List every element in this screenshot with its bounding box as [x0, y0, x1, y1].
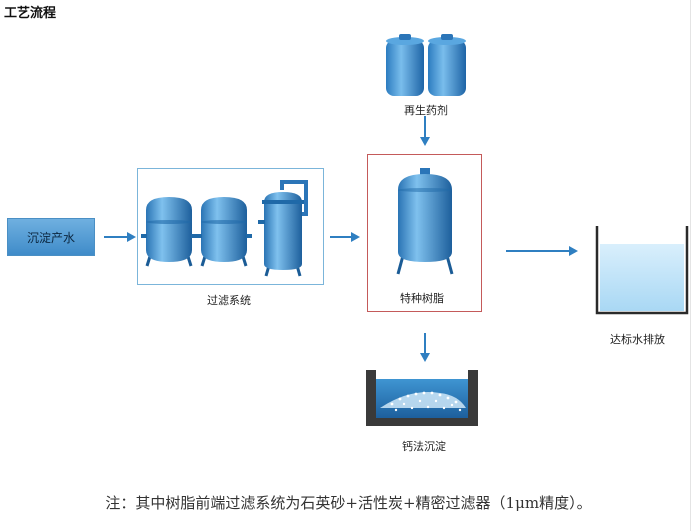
filter-system-frame [137, 168, 324, 285]
quartz-sand-filter-tank [141, 197, 197, 267]
page-edge-line [690, 0, 691, 531]
chemical-drum-2 [428, 34, 466, 96]
discharge-tank [595, 226, 689, 315]
activated-carbon-filter-tank [196, 197, 252, 267]
source-node: 沉淀产水 [7, 218, 95, 256]
resin-frame [367, 154, 482, 312]
resin-label: 特种树脂 [400, 292, 444, 305]
chemical-drum-1 [386, 34, 424, 96]
chemical-label: 再生药剂 [404, 104, 448, 117]
arrow-chemical-to-resin [420, 116, 430, 146]
filter-system-label: 过滤系统 [207, 294, 251, 307]
calcium-label: 钙法沉淀 [402, 440, 446, 453]
arrow-filter-to-resin [330, 232, 360, 242]
page-title: 工艺流程 [4, 6, 57, 21]
calcium-basin [366, 370, 478, 426]
arrow-resin-to-calcium [420, 333, 430, 362]
footnote: 注：其中树脂前端过滤系统为石英砂+活性炭+精密过滤器（1μm精度）。 [105, 494, 592, 512]
source-label: 沉淀产水 [26, 230, 75, 245]
discharge-label: 达标水排放 [610, 333, 665, 346]
arrow-source-to-filter [104, 232, 136, 242]
resin-tank [396, 168, 454, 275]
arrow-resin-to-discharge [506, 246, 578, 256]
precision-filter [258, 180, 308, 277]
